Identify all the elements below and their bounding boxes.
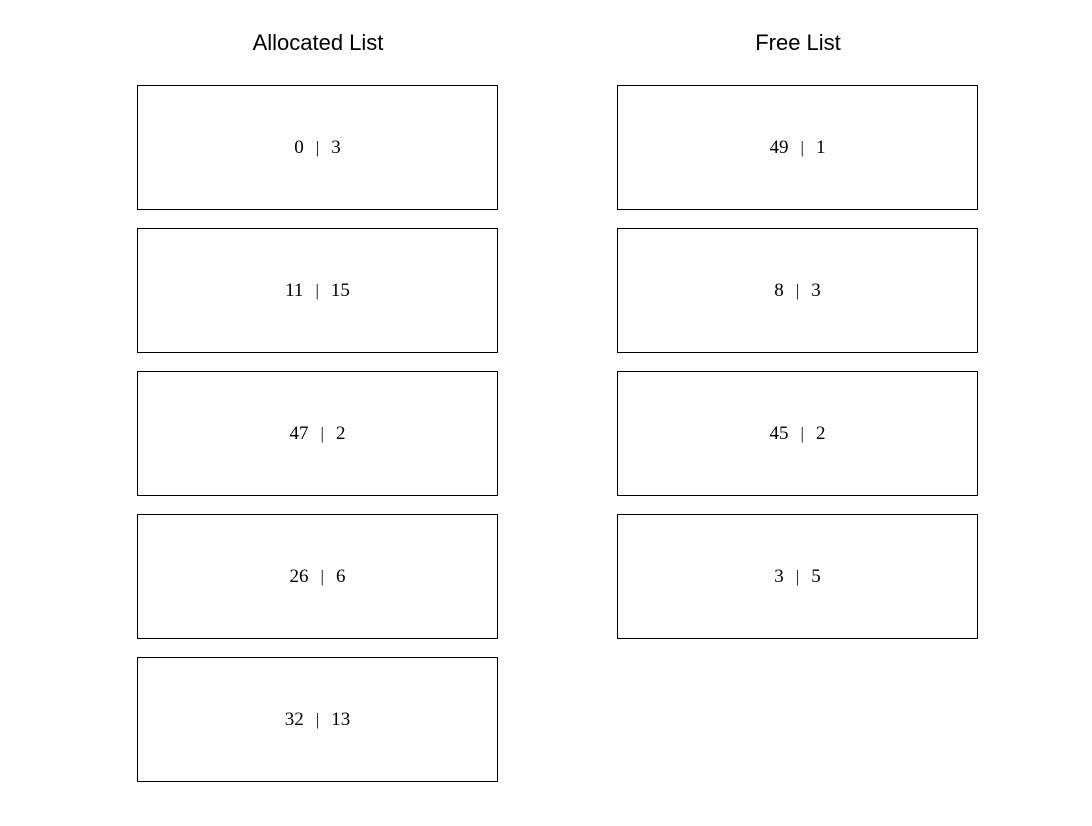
free-block: 8 | 3 (617, 228, 978, 353)
allocated-block: 11 | 15 (137, 228, 498, 353)
allocated-block: 26 | 6 (137, 514, 498, 639)
block-size: 2 (815, 422, 826, 444)
block-size: 3 (811, 279, 821, 301)
free-block: 45 | 2 (617, 371, 978, 496)
block-separator: | (795, 566, 800, 586)
block-start: 3 (774, 565, 784, 587)
allocated-block: 32 | 13 (137, 657, 498, 782)
block-start: 0 (294, 136, 304, 158)
block-size: 3 (331, 136, 341, 158)
block-start: 32 (284, 708, 304, 730)
block-size: 6 (335, 565, 346, 587)
block-separator: | (320, 423, 324, 443)
block-size: 1 (815, 136, 826, 158)
allocated-block: 47 | 2 (137, 371, 498, 496)
block-start: 26 (289, 565, 309, 587)
free-block: 3 | 5 (617, 514, 978, 639)
block-start: 11 (285, 279, 304, 301)
block-size: 2 (335, 422, 346, 444)
block-start: 45 (769, 422, 789, 444)
block-size: 15 (330, 279, 350, 301)
block-separator: | (800, 137, 804, 157)
allocated-list: 0 | 3 11 | 15 47 | 2 26 | 6 32 | 13 (137, 85, 498, 800)
block-start: 49 (769, 136, 789, 158)
free-list-title: Free List (755, 30, 841, 55)
block-start: 8 (774, 279, 784, 301)
block-size: 5 (811, 565, 821, 587)
block-separator: | (315, 137, 320, 157)
block-start: 47 (289, 422, 309, 444)
block-separator: | (320, 566, 324, 586)
free-block: 49 | 1 (617, 85, 978, 210)
block-separator: | (315, 709, 320, 729)
block-separator: | (795, 280, 800, 300)
block-separator: | (315, 280, 319, 300)
free-list: 49 | 1 8 | 3 45 | 2 3 | 5 (617, 85, 978, 657)
block-separator: | (800, 423, 804, 443)
allocated-block: 0 | 3 (137, 85, 498, 210)
block-size: 13 (331, 708, 351, 730)
allocated-list-title: Allocated List (252, 30, 384, 55)
